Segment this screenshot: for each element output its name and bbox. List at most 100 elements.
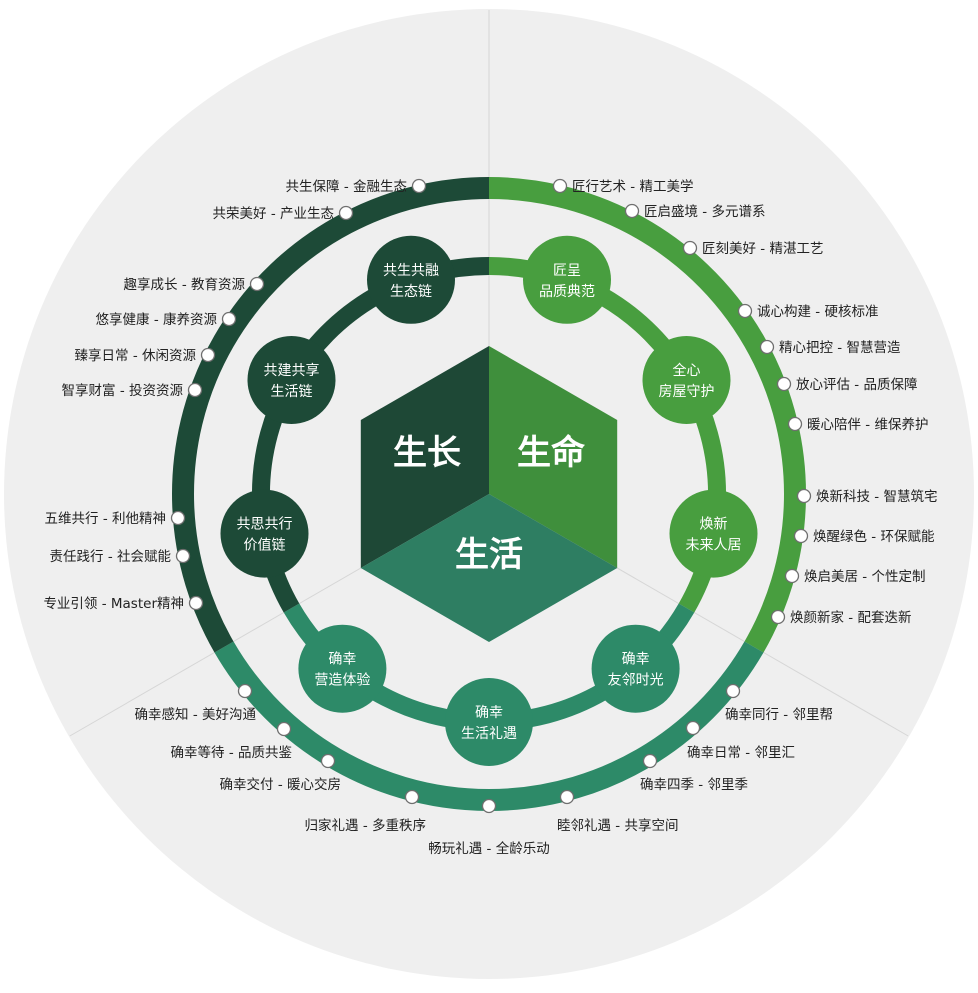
outer-dot: [221, 311, 237, 327]
outer-dot: [187, 382, 203, 398]
outer-dot: [481, 798, 497, 814]
outer-label: 归家礼遇 - 多重秩序: [305, 817, 426, 834]
node-text-line-1: 确幸: [475, 705, 503, 721]
outer-dot: [188, 595, 204, 611]
node-text-line-2: 房屋守护: [659, 384, 715, 400]
outer-dot: [338, 205, 354, 221]
outer-label: 放心评估 - 品质保障: [796, 377, 917, 393]
node-text-line-1: 共思共行: [237, 517, 293, 533]
outer-dot: [770, 609, 786, 625]
node-circle: [247, 336, 336, 424]
outer-dot: [737, 303, 753, 319]
outer-label: 确幸四季 - 邻里季: [640, 777, 748, 793]
outer-label: 确幸日常 - 邻里汇: [687, 745, 795, 761]
inner-nodes: 共生共融生态链匠呈品质典范全心房屋守护焕新未来人居确幸友邻时光确幸生活礼遇确幸营…: [220, 235, 758, 766]
outer-ring-light: [488, 177, 806, 653]
outer-label: 精心把控 - 智慧营造: [779, 340, 901, 356]
outer-label: 趣享成长 - 教育资源: [124, 276, 246, 293]
outer-dot: [725, 683, 741, 699]
hex-label-living: 生活: [455, 535, 523, 575]
outer-label: 焕启美居 - 个性定制: [804, 569, 925, 585]
outer-dot: [787, 416, 803, 432]
outer-label: 智享财富 - 投资资源: [62, 382, 184, 399]
outer-dot: [682, 240, 698, 256]
outer-dot: [200, 347, 216, 363]
outer-label: 五维共行 - 利他精神: [45, 511, 166, 527]
outer-dot: [320, 753, 336, 769]
outer-dot: [404, 789, 420, 805]
outer-label: 确幸感知 - 美好沟通: [135, 706, 257, 723]
outer-dot: [776, 376, 792, 392]
outer-label: 责任践行 - 社会赋能: [50, 549, 171, 565]
node-text-line-2: 价值链: [244, 538, 286, 554]
node-text-line-2: 品质典范: [539, 283, 595, 300]
outer-dot: [249, 276, 265, 292]
hex-segment-right: [489, 346, 618, 568]
node-text-line-2: 生态链: [390, 284, 432, 300]
outer-label: 匠刻美好 - 精湛工艺: [702, 241, 823, 257]
outer-dot: [624, 203, 640, 219]
node-text-line-1: 共建共享: [264, 362, 320, 379]
node-circle: [367, 235, 455, 324]
outer-dot: [411, 178, 427, 194]
outer-label: 焕醒绿色 - 环保赋能: [813, 528, 934, 545]
node-text-line-2: 生活礼遇: [461, 726, 517, 742]
outer-dot: [552, 178, 568, 194]
center-hexagon: 生长 生命 生活: [360, 346, 618, 642]
outer-label: 焕颜新家 - 配套迭新: [790, 609, 911, 626]
outer-label: 确幸等待 - 品质共鉴: [171, 744, 293, 761]
outer-dot: [170, 510, 186, 526]
outer-label: 匠启盛境 - 多元谱系: [644, 203, 765, 220]
node-text-line-1: 匠呈: [553, 263, 581, 279]
outer-ring-dots: [170, 178, 812, 814]
outer-label: 确幸交付 - 暖心交房: [220, 776, 341, 793]
node-text-line-1: 确幸: [328, 652, 356, 668]
outer-label: 专业引领 - Master精神: [43, 596, 184, 612]
outer-dot: [276, 721, 292, 737]
node-text-line-2: 未来人居: [686, 538, 742, 554]
outer-dot: [175, 548, 191, 564]
outer-label: 匠行艺术 - 精工美学: [572, 179, 693, 195]
outer-dot: [642, 753, 658, 769]
outer-label: 共荣美好 - 产业生态: [213, 206, 334, 222]
outer-label: 焕新科技 - 智慧筑宅: [816, 489, 937, 505]
outer-label: 共生保障 - 金融生态: [286, 179, 407, 195]
hex-segment-bottom: [360, 494, 618, 642]
outer-label: 确幸同行 - 邻里帮: [725, 707, 833, 723]
node-text-line-2: 营造体验: [314, 673, 370, 689]
outer-dot: [796, 488, 812, 504]
node-circle: [591, 624, 680, 713]
node-circle: [298, 624, 387, 713]
outer-label: 诚心构建 - 硬核标准: [757, 304, 878, 320]
outer-label: 畅玩礼遇 - 全龄乐动: [428, 840, 549, 857]
node-circle: [642, 336, 731, 424]
outer-dot: [237, 683, 253, 699]
node-circle: [445, 678, 533, 766]
outer-dot: [793, 528, 809, 544]
outer-label: 睦邻礼遇 - 共享空间: [557, 817, 678, 834]
outer-label: 悠享健康 - 康养资源: [96, 311, 218, 328]
hex-label-life: 生命: [517, 433, 585, 473]
outer-dot: [685, 720, 701, 736]
node-text-line-1: 全心: [673, 362, 701, 379]
node-circle: [523, 235, 611, 324]
outer-dot: [784, 568, 800, 584]
outer-label: 臻享日常 - 休闲资源: [75, 347, 197, 364]
node-circle: [220, 489, 309, 578]
node-text-line-1: 焕新: [700, 516, 728, 533]
outer-dot: [759, 339, 775, 355]
node-text-line-2: 友邻时光: [608, 673, 664, 689]
outer-label: 暖心陪伴 - 维保养护: [807, 417, 928, 433]
node-circle: [669, 489, 758, 578]
node-text-line-1: 共生共融: [383, 263, 439, 279]
node-text-line-2: 生活链: [271, 384, 313, 400]
